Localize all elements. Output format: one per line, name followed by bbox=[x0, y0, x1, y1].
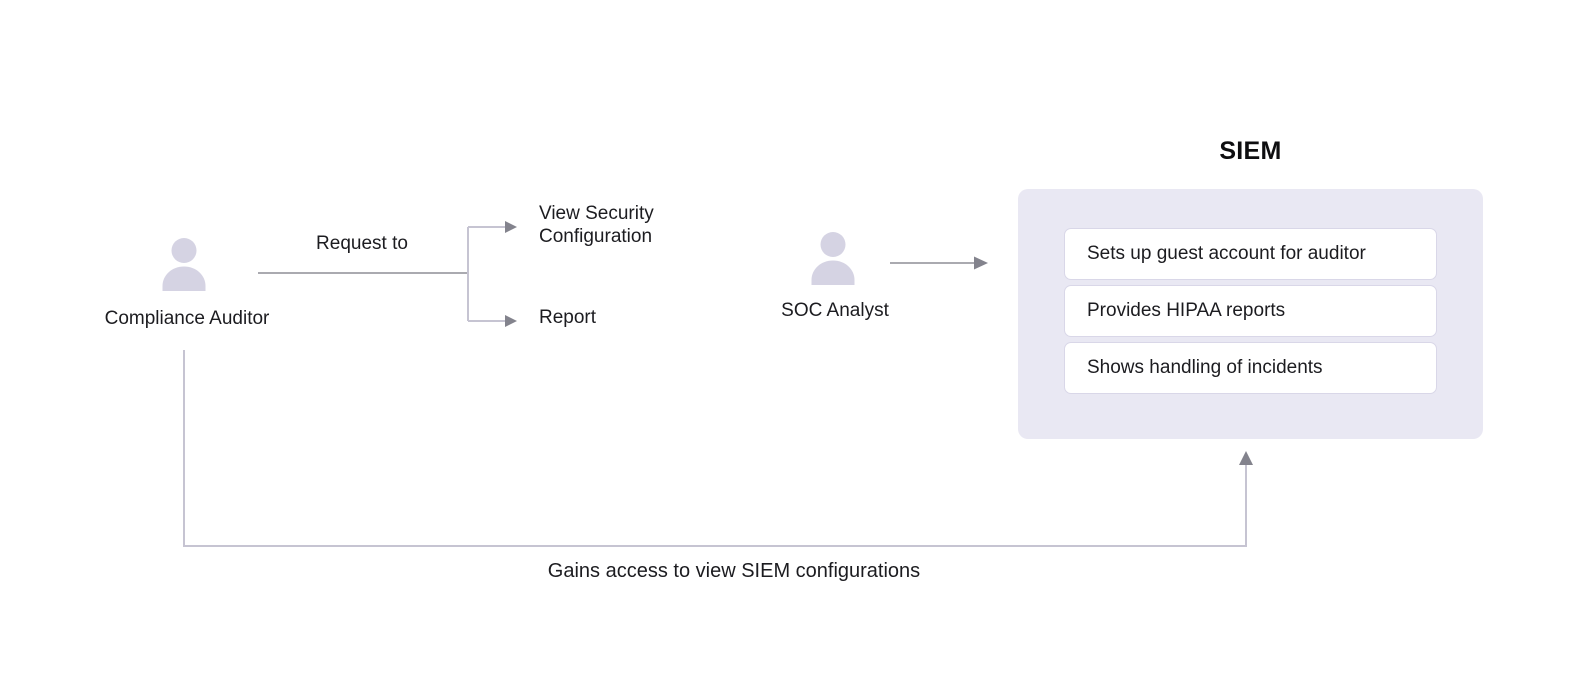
report-label: Report bbox=[539, 307, 597, 328]
compliance-auditor-node bbox=[161, 237, 207, 291]
soc-analyst-node bbox=[810, 231, 856, 285]
soc-analyst-label: SOC Analyst bbox=[781, 300, 889, 321]
siem-item-incident-handling: Shows handling of incidents bbox=[1064, 342, 1437, 394]
compliance-auditor-label: Compliance Auditor bbox=[104, 308, 270, 329]
view-security-configuration-label: View Security Configuration bbox=[539, 203, 654, 247]
arrowhead-soc-to-siem-icon bbox=[974, 256, 988, 270]
branch-bracket-line bbox=[467, 226, 505, 322]
siem-container: Sets up guest account for auditor Provid… bbox=[1018, 189, 1483, 439]
arrowhead-view-security-icon bbox=[505, 221, 517, 233]
arrowhead-gains-access-icon bbox=[1239, 451, 1253, 465]
gains-access-label: Gains access to view SIEM configurations bbox=[547, 560, 921, 582]
siem-item-hipaa-reports: Provides HIPAA reports bbox=[1064, 285, 1437, 337]
siem-item-guest-account: Sets up guest account for auditor bbox=[1064, 228, 1437, 280]
arrowhead-report-icon bbox=[505, 315, 517, 327]
soc-analyst-person-icon bbox=[811, 232, 855, 285]
compliance-auditor-person-icon bbox=[162, 238, 206, 291]
request-to-label: Request to bbox=[316, 233, 408, 254]
siem-title: SIEM bbox=[1219, 137, 1282, 165]
